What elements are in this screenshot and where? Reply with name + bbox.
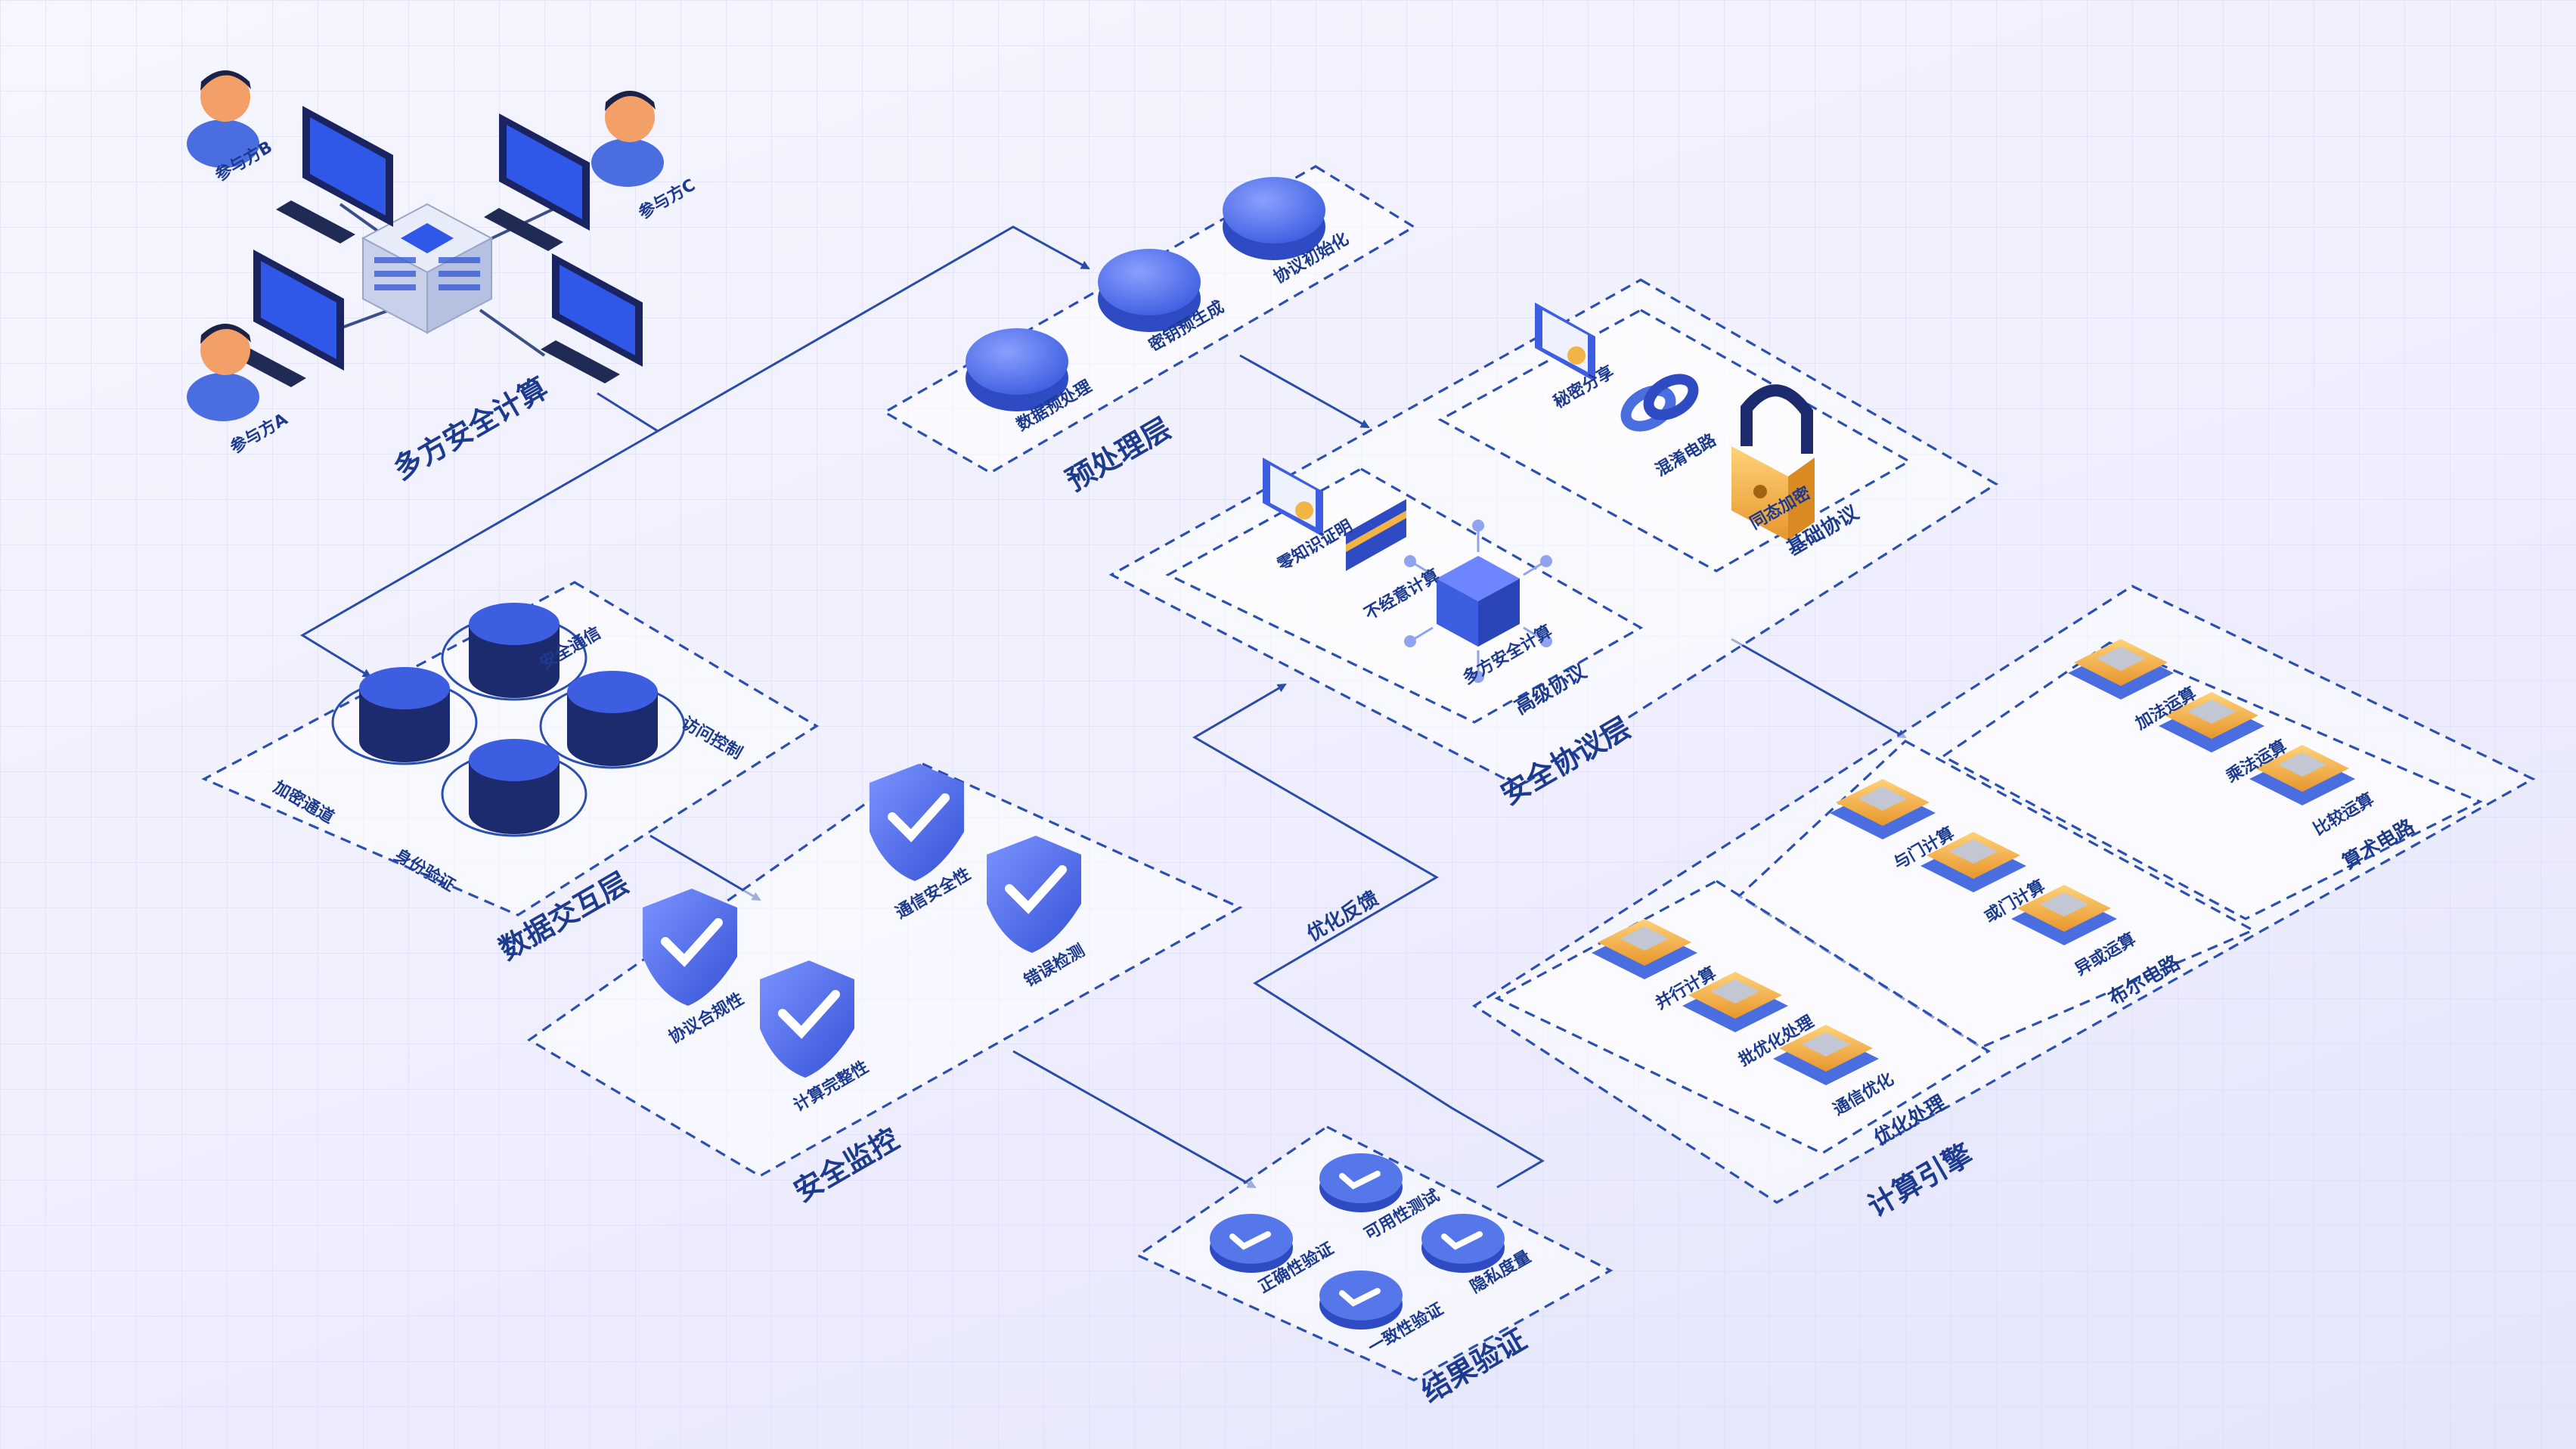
cube-network-icon: [1404, 520, 1552, 683]
connector-exchange-to-monitor: [649, 834, 761, 901]
chip-icon: [1592, 919, 1697, 979]
check-badge-icon: [1421, 1214, 1505, 1273]
database-icon: [469, 739, 560, 834]
database-icon: [469, 603, 560, 698]
connector-protocol-to-engine: [1731, 638, 1907, 739]
certificate-icon: [1263, 458, 1323, 537]
credit-card-icon: [1346, 499, 1406, 571]
chip-icon: [2068, 639, 2174, 700]
shield-check-icon: [643, 889, 737, 1006]
shield-check-icon: [760, 960, 854, 1078]
chip-icon: [2249, 745, 2355, 805]
shield-check-icon: [987, 836, 1081, 953]
connector-monitor-to-verify: [1012, 1050, 1257, 1189]
user-icon: [591, 91, 664, 187]
chip-icon: [1830, 779, 1936, 839]
advanced-protocol-box: [1165, 467, 1644, 724]
puck-icon: [966, 328, 1068, 411]
chip-icon: [1920, 832, 2026, 892]
connector-optimization-feedback: [1192, 683, 1545, 1189]
chain-link-icon: [1620, 374, 1699, 432]
arith-circuit-box: [1940, 641, 2483, 920]
shield-check-icon: [870, 764, 964, 881]
puck-icon: [1223, 177, 1325, 260]
computer-icon: [276, 106, 393, 244]
lock-icon: [1731, 384, 1815, 541]
server-icon: [361, 203, 494, 334]
database-icon: [359, 667, 450, 762]
connector-preprocess-to-protocol: [1239, 354, 1370, 429]
check-badge-icon: [1210, 1214, 1293, 1273]
connector-mpc-to-exchange: [300, 430, 659, 678]
computer-icon: [484, 113, 590, 251]
computer-icon: [541, 253, 643, 383]
database-icon: [567, 671, 658, 766]
verify-layer-box: [1135, 1125, 1613, 1382]
connector-mpc-to-preprocess: [597, 225, 1090, 433]
puck-icon: [1098, 249, 1201, 332]
chip-icon: [1682, 972, 1788, 1032]
user-icon: [187, 70, 259, 168]
certificate-icon: [1535, 303, 1595, 382]
connector-lines: [300, 225, 1907, 1189]
chip-icon: [1773, 1025, 1879, 1085]
check-badge-icon: [1319, 1153, 1403, 1212]
chip-icon: [2011, 885, 2117, 945]
chip-icon: [2159, 692, 2264, 752]
user-icon: [187, 324, 259, 421]
check-badge-icon: [1319, 1271, 1403, 1330]
